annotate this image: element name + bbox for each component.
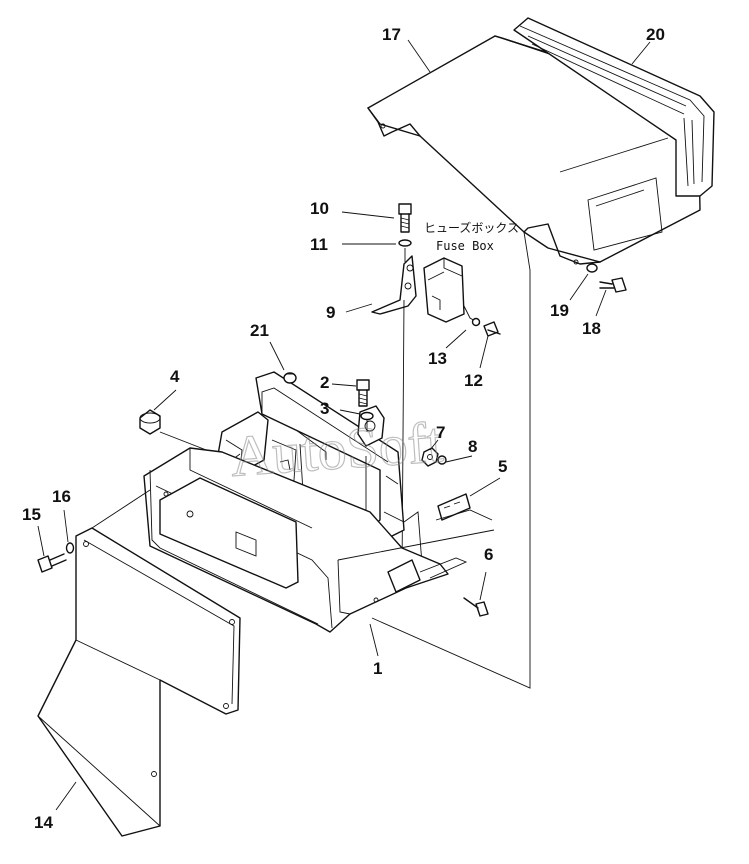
part-11-washer bbox=[398, 239, 412, 247]
reference-line bbox=[371, 231, 531, 689]
callout-6: 6 bbox=[484, 545, 493, 564]
part-19-washer bbox=[586, 263, 598, 273]
part-3-washer bbox=[360, 411, 374, 421]
part-17-top-cover bbox=[367, 35, 701, 265]
part-2-bolt bbox=[356, 379, 370, 407]
callout-3: 3 bbox=[320, 399, 329, 418]
callout-10: 10 bbox=[310, 199, 329, 218]
part-15-bolt bbox=[37, 553, 67, 573]
watermark: AutoSoft bbox=[228, 409, 445, 489]
part-10-bolt bbox=[398, 203, 412, 233]
part-12-screw bbox=[483, 321, 501, 337]
fuse-box bbox=[423, 257, 481, 325]
callout-14: 14 bbox=[34, 813, 53, 832]
part-5-clip bbox=[435, 493, 493, 521]
callout-7: 7 bbox=[436, 423, 445, 442]
part-21-knob bbox=[283, 372, 297, 384]
callout-1: 1 bbox=[373, 659, 382, 678]
leader-lines bbox=[37, 39, 651, 811]
part-6-screw bbox=[463, 597, 489, 617]
part-14-cover-plate bbox=[37, 489, 241, 837]
callout-4: 4 bbox=[170, 367, 180, 386]
part-9-bracket bbox=[371, 255, 417, 315]
part-20-rear-panel bbox=[513, 17, 715, 197]
callout-19: 19 bbox=[550, 301, 569, 320]
part-16-washer bbox=[65, 542, 75, 554]
part-1-base-housing bbox=[143, 447, 495, 633]
callout-11: 11 bbox=[310, 235, 328, 254]
callout-21: 21 bbox=[250, 321, 269, 340]
part-4-cap bbox=[139, 409, 161, 435]
fuse-box-label-en: Fuse Box bbox=[436, 239, 494, 253]
callout-5: 5 bbox=[498, 457, 507, 476]
callout-17: 17 bbox=[382, 25, 401, 44]
part-18-bolt bbox=[599, 277, 627, 293]
callout-12: 12 bbox=[464, 371, 483, 390]
callout-20: 20 bbox=[646, 25, 665, 44]
part-8-washer bbox=[437, 455, 447, 465]
callout-16: 16 bbox=[52, 487, 71, 506]
callout-13: 13 bbox=[428, 349, 447, 368]
fuse-box-label-jp: ヒューズボックス bbox=[424, 220, 519, 235]
callout-2: 2 bbox=[320, 373, 329, 392]
callout-9: 9 bbox=[326, 303, 335, 322]
callout-18: 18 bbox=[582, 319, 601, 338]
callout-15: 15 bbox=[22, 505, 41, 524]
callout-labels: 1 2 3 4 5 6 7 8 9 10 11 12 13 14 15 16 1… bbox=[22, 25, 665, 832]
callout-8: 8 bbox=[468, 437, 477, 456]
part-13-washer bbox=[471, 317, 481, 327]
